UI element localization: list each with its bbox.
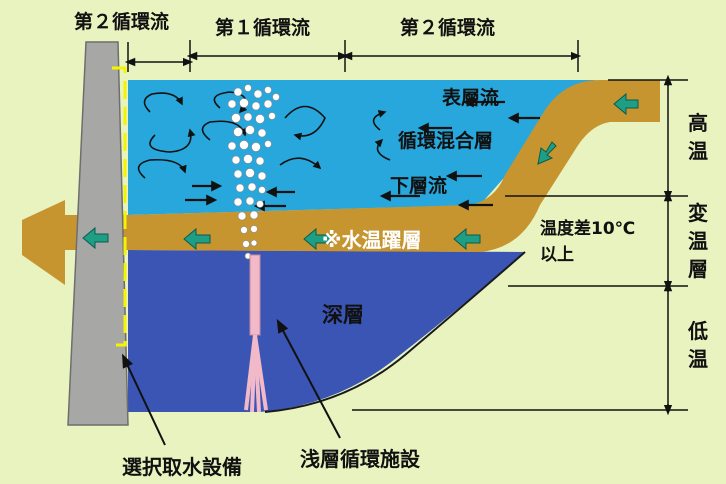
label-second-flow-left: 第２循環流 [74, 10, 169, 33]
deep-water [128, 250, 525, 412]
label-high-temp-2: 温 [688, 139, 708, 163]
top-dimension-lines [124, 40, 582, 72]
label-second-flow-right: 第２循環流 [400, 16, 495, 39]
label-temp-diff-2: 以上 [540, 245, 574, 265]
circulation-swirls [137, 91, 391, 179]
label-low-temp-1: 低 [687, 319, 708, 343]
label-temp-diff-1: 温度差10℃ [540, 218, 635, 239]
label-transition-2: 温 [688, 229, 708, 253]
label-deep-layer: 深層 [322, 303, 364, 327]
label-intake-facility: 選択取水設備 [122, 455, 242, 479]
label-thermocline: ※水温躍層 [322, 228, 421, 252]
label-surface-flow: 表層流 [442, 86, 499, 109]
right-dimension-lines [352, 74, 688, 416]
label-transition-1: 変 [688, 201, 708, 225]
diffuser-pipe [249, 254, 261, 336]
label-lower-flow: 下層流 [390, 174, 447, 197]
label-mixed-layer: 循環混合層 [398, 129, 493, 152]
green-flow-arrows [82, 92, 639, 251]
label-high-temp-1: 高 [688, 111, 708, 135]
reservoir-bed-line [264, 251, 526, 413]
intake-dash-line [112, 66, 127, 347]
label-transition-3: 層 [688, 257, 708, 281]
flow-arrows [185, 96, 540, 212]
pointer-lines [122, 318, 341, 446]
label-low-temp-2: 温 [688, 347, 708, 371]
inflow-thermocline-band [22, 80, 660, 285]
diffuser-legs [244, 334, 268, 413]
label-first-flow: 第１循環流 [215, 16, 310, 39]
label-circulation-facility: 浅層循環施設 [300, 447, 421, 471]
surface-water [128, 80, 595, 215]
bubble-plume [227, 84, 280, 266]
